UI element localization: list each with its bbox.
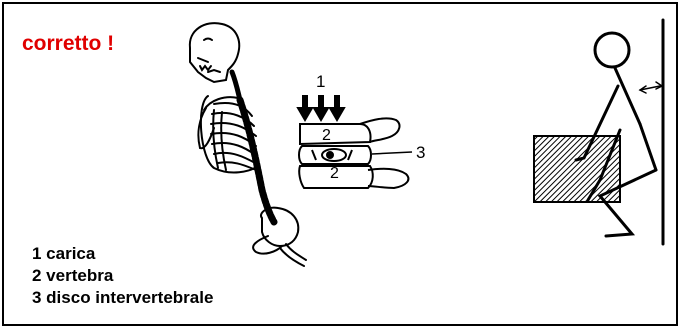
vertebra-upper-label: 2	[322, 127, 331, 145]
spine-detail-icon	[298, 96, 412, 188]
vertebra-lower-label: 2	[330, 165, 339, 183]
disc-label: 3	[416, 143, 425, 163]
legend-item-vertebra: 2 vertebra	[32, 265, 213, 287]
legend-item-disc: 3 disco intervertebrale	[32, 287, 213, 309]
legend: 1 carica 2 vertebra 3 disco intervertebr…	[32, 243, 213, 309]
legend-item-load: 1 carica	[32, 243, 213, 265]
person-lifting-icon	[534, 20, 663, 244]
skeleton-icon	[190, 23, 306, 266]
load-label: 1	[316, 72, 325, 92]
